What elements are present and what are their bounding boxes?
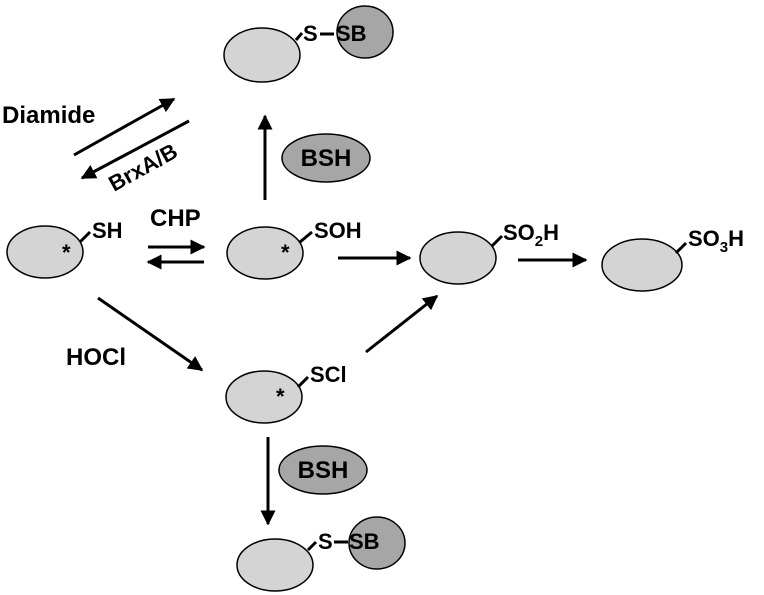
- sulfonic-group-label: SO3H: [688, 226, 744, 256]
- bsh-bottom-blob: [278, 445, 368, 495]
- protein-blob: [223, 27, 301, 83]
- protein-thiol: * SH: [6, 218, 123, 279]
- chloride-to-sulfinic-arrow: [365, 294, 439, 354]
- sb-label: SB: [336, 21, 367, 46]
- bsh-blob: [348, 516, 406, 570]
- bond-line: [294, 32, 304, 41]
- protein-blob: [6, 225, 84, 279]
- hocl-label: HOCl: [66, 344, 126, 371]
- sulfenic-group-label: SOH: [314, 218, 362, 243]
- bond-line: [78, 230, 92, 244]
- bsh-blob: [336, 5, 394, 59]
- diamide-label: Diamide: [2, 102, 95, 129]
- protein-blob: [225, 370, 303, 424]
- chp-label: CHP: [150, 205, 201, 232]
- protein-blob: [601, 238, 683, 292]
- thiol-group-label: SH: [92, 218, 123, 243]
- protein-blob: [236, 538, 314, 592]
- brx-arrow: [80, 119, 190, 180]
- chloride-group-label: SCl: [310, 362, 347, 387]
- protein-bacillithiolated-top: S SB: [223, 5, 394, 83]
- bond-line: [299, 230, 313, 244]
- bond-line: [674, 241, 688, 255]
- bsh-bottom-label: BSH: [298, 457, 349, 484]
- star-mark: *: [62, 240, 71, 265]
- sulfinic-group-label: SO2H: [503, 220, 559, 250]
- protein-sulfinic: SO2H: [419, 220, 559, 285]
- protein-blob: [419, 231, 497, 285]
- protein-bacillithiolated-bottom: S SB: [236, 516, 406, 592]
- star-mark: *: [281, 240, 290, 265]
- bond-line: [490, 234, 504, 248]
- s-label: S: [303, 21, 318, 46]
- hocl-arrow: [97, 296, 204, 372]
- protein-sulfenic: * SOH: [226, 218, 362, 280]
- diamide-arrow: [73, 97, 176, 157]
- protein-sulfonic: SO3H: [601, 226, 744, 292]
- sb-label: SB: [349, 529, 380, 554]
- bond-line: [296, 375, 310, 389]
- bsh-top-blob: [281, 133, 371, 183]
- bond-line: [306, 540, 318, 552]
- protein-blob: [226, 226, 304, 280]
- s-label: S: [318, 529, 333, 554]
- protein-sulfenyl-chloride: * SCl: [225, 362, 347, 424]
- star-mark: *: [276, 384, 285, 409]
- bsh-top-label: BSH: [301, 145, 352, 172]
